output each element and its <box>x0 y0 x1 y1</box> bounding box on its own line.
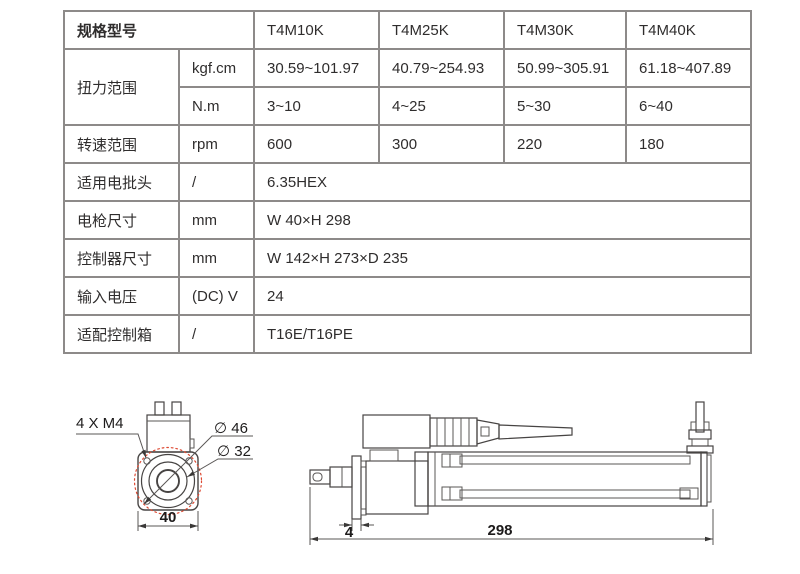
controller-size-row: 控制器尺寸 mm W 142×H 273×D 235 <box>63 238 753 278</box>
unit-cell: / <box>177 162 256 202</box>
unit-cell: rpm <box>177 124 256 164</box>
input-voltage-row: 输入电压 (DC) V 24 <box>63 276 753 316</box>
connector-pins <box>154 401 182 416</box>
driver-size-row: 电枪尺寸 mm W 40×H 298 <box>63 200 753 240</box>
rear-connector <box>686 401 714 454</box>
screw-callout-label: 4 X M4 <box>76 415 124 432</box>
value-cell: 4~25 <box>378 86 506 126</box>
spec-label-driver-size: 电枪尺寸 <box>63 200 180 240</box>
cable <box>498 424 573 440</box>
unit-cell: N.m <box>177 86 256 126</box>
spec-label-speed: 转速范围 <box>63 124 180 164</box>
spec-label-bit: 适用电批头 <box>63 162 180 202</box>
value-cell: 180 <box>625 124 753 164</box>
top-connector-block <box>362 414 431 449</box>
dia-inner-label: ∅ 32 <box>217 443 251 460</box>
model-header: T4M10K <box>253 10 381 50</box>
spec-label-controller-size: 控制器尺寸 <box>63 238 180 278</box>
torque-row-kgfcm: 扭力范围 kgf.cm 30.59~101.97 40.79~254.93 50… <box>63 48 753 126</box>
control-box-row: 适配控制箱 / T16E/T16PE <box>63 314 753 354</box>
spec-label-voltage: 输入电压 <box>63 276 180 316</box>
value-cell: 30.59~101.97 <box>253 48 381 88</box>
value-cell: 6.35HEX <box>253 162 753 202</box>
unit-cell: (DC) V <box>177 276 256 316</box>
value-cell: 5~30 <box>503 86 628 126</box>
value-cell: W 142×H 273×D 235 <box>253 238 753 278</box>
dim-width-40: 40 <box>137 509 199 531</box>
dia-inner-callout: ∅ 32 <box>186 443 253 478</box>
front-view-drawing: 4 X M4 ∅ 46 ∅ 32 40 <box>76 401 253 531</box>
unit-cell: / <box>177 314 256 354</box>
value-cell: 600 <box>253 124 381 164</box>
spec-table: 规格型号 T4M10K T4M25K T4M30K T4M40K 扭力范围 kg… <box>62 10 753 354</box>
value-cell: 300 <box>378 124 506 164</box>
dia-outer-callout: ∅ 46 <box>143 420 253 505</box>
bore-circles <box>140 453 196 509</box>
value-cell: 6~40 <box>625 86 753 126</box>
value-cell: 3~10 <box>253 86 381 126</box>
width-dim-label: 40 <box>160 509 177 526</box>
top-housing <box>146 414 195 453</box>
screw-callout: 4 X M4 <box>76 415 147 459</box>
rail-slots <box>441 453 699 501</box>
value-cell: 50.99~305.91 <box>503 48 628 88</box>
spec-label-control-box: 适配控制箱 <box>63 314 180 354</box>
value-cell: 220 <box>503 124 628 164</box>
dim-length-298: 298 <box>309 487 714 545</box>
corner-holes <box>143 457 193 505</box>
torque-row-nm: N.m 3~10 4~25 5~30 6~40 <box>64 86 753 126</box>
unit-cell: kgf.cm <box>177 48 256 88</box>
header-label: 规格型号 <box>62 10 256 50</box>
cable-gland-ribbed <box>429 417 478 447</box>
bolt-circle-dashed <box>133 446 203 516</box>
front-flange-plate <box>351 455 367 520</box>
dim-flange-4: 4 <box>339 519 374 541</box>
spec-label-torque: 扭力范围 <box>63 48 180 126</box>
value-cell: T16E/T16PE <box>253 314 753 354</box>
model-header: T4M40K <box>625 10 753 50</box>
flange-dim-label: 4 <box>345 524 354 541</box>
value-cell: 24 <box>253 276 753 316</box>
table-header-row: 规格型号 T4M10K T4M25K T4M30K T4M40K <box>62 10 753 50</box>
value-cell: W 40×H 298 <box>253 200 753 240</box>
side-view-drawing: 4 298 <box>309 401 714 545</box>
mounting-flange <box>137 451 199 511</box>
model-header: T4M25K <box>378 10 506 50</box>
speed-row: 转速范围 rpm 600 300 220 180 <box>63 124 753 164</box>
value-cell: 40.79~254.93 <box>378 48 506 88</box>
unit-cell: mm <box>177 200 256 240</box>
model-header: T4M30K <box>503 10 628 50</box>
bit-shaft <box>309 466 353 488</box>
strain-relief <box>476 419 500 445</box>
value-cell: 61.18~407.89 <box>625 48 753 88</box>
end-cap <box>700 451 712 507</box>
length-dim-label: 298 <box>487 522 512 539</box>
dia-outer-label: ∅ 46 <box>214 420 248 437</box>
gear-housing <box>365 449 429 515</box>
bit-type-row: 适用电批头 / 6.35HEX <box>63 162 753 202</box>
unit-cell: mm <box>177 238 256 278</box>
